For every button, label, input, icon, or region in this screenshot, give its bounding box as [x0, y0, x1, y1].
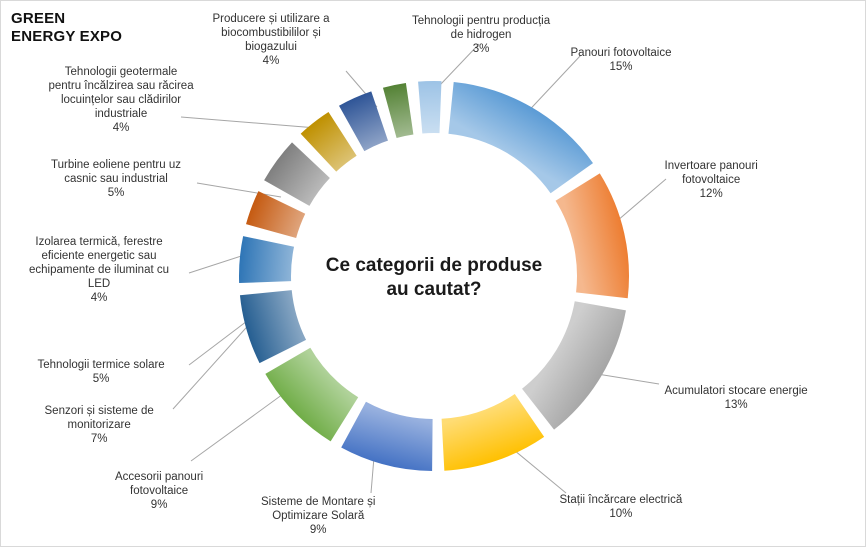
- data-label-11: Tehnologii geotermale pentru încălzirea s…: [49, 65, 194, 135]
- data-label-percent: 15%: [609, 61, 633, 73]
- data-label-text: fotovoltaice: [130, 485, 189, 497]
- data-label-8: Tehnologii termice solare 5%: [38, 358, 165, 386]
- slice-8: [239, 236, 295, 284]
- data-label-percent: 4%: [262, 55, 280, 67]
- data-label-text: Sisteme de Montare și: [261, 496, 376, 508]
- data-label-text: biogazului: [245, 41, 297, 53]
- data-label-7: Senzori și sisteme de monitorizare 7%: [45, 404, 154, 446]
- data-label-percent: 7%: [90, 433, 108, 445]
- slice-12: [339, 91, 388, 152]
- data-label-12: Producere și utilizare a biocombustibilil…: [213, 12, 330, 68]
- slice-7: [239, 290, 307, 364]
- data-label-text: casnic sau industrial: [64, 173, 168, 185]
- data-label-percent: 5%: [92, 373, 110, 385]
- chart-slices: [239, 80, 629, 471]
- data-label-4: Stații încărcare electrică 10%: [560, 493, 683, 521]
- slice-10: [264, 142, 330, 206]
- data-label-text: Optimizare Solară: [272, 510, 365, 522]
- leader-line-11: [180, 116, 330, 130]
- data-label-10: Turbine eoliene pentru uz casnic sau indu…: [51, 158, 181, 200]
- data-label-percent: 3%: [472, 43, 490, 55]
- data-label-text: echipamente de iluminat cu: [29, 264, 169, 276]
- data-label-13: Tehnologii pentru producția de hidrogen 3%: [412, 14, 550, 56]
- data-label-text: locuințelor sau clădirilor: [60, 94, 182, 106]
- data-label-percent: 4%: [90, 292, 108, 304]
- data-label-text: Panouri fotovoltaice: [570, 47, 672, 59]
- brand-line-2: ENERGY EXPO: [11, 28, 123, 45]
- leader-line-3: [590, 372, 660, 385]
- slice-2: [555, 173, 629, 299]
- data-label-text: eficiente energetic sau: [41, 250, 157, 262]
- data-label-text: industriale: [94, 108, 148, 120]
- data-label-text: Stații încărcare electrică: [559, 494, 683, 506]
- data-label-text: Producere și utilizare a: [212, 13, 330, 25]
- slice-6: [265, 347, 359, 442]
- data-label-text: Turbine eoliene pentru uz: [51, 159, 181, 171]
- data-label-text: biocombustibililor și: [221, 27, 321, 39]
- chart-title-line-1: Ce categorii de produse: [325, 255, 543, 276]
- data-label-text: Izolarea termică, ferestre: [35, 236, 163, 248]
- data-label-text: de hidrogen: [450, 29, 512, 41]
- data-label-text: fotovoltaice: [682, 174, 741, 186]
- data-label-percent: 10%: [609, 508, 633, 520]
- data-label-text: monitorizare: [67, 419, 131, 431]
- data-label-percent: 9%: [150, 499, 168, 511]
- data-label-percent: 5%: [107, 187, 125, 199]
- data-label-text: Tehnologii pentru producția: [412, 15, 551, 27]
- slice-14: [418, 80, 442, 134]
- slice-5: [341, 401, 433, 471]
- chart-title-line-2: au cautat?: [386, 279, 482, 300]
- data-label-text: LED: [87, 278, 111, 290]
- slice-4: [441, 393, 545, 471]
- slice-3: [522, 301, 626, 430]
- data-label-3: Acumulatori stocare energie 13%: [665, 384, 808, 412]
- data-label-text: Senzori și sisteme de: [44, 405, 154, 417]
- data-label-percent: 9%: [309, 524, 327, 536]
- slice-11: [300, 112, 357, 172]
- data-label-text: Acumulatori stocare energie: [664, 385, 808, 397]
- data-label-text: Invertoare panouri: [664, 160, 758, 172]
- data-label-text: Tehnologii termice solare: [37, 359, 165, 371]
- leader-line-10: [196, 182, 282, 198]
- data-label-percent: 4%: [112, 122, 130, 134]
- data-label-6: Accesorii panouri fotovoltaice 9%: [115, 470, 203, 512]
- data-label-5: Sisteme de Montare și Optimizare Solară 9%: [261, 495, 375, 537]
- slice-13: [382, 83, 414, 138]
- brand-logo-text: GREEN ENERGY EXPO: [11, 10, 122, 46]
- data-label-text: Tehnologii geotermale: [64, 66, 178, 78]
- data-label-1: Panouri fotovoltaice 15%: [571, 46, 672, 74]
- data-label-text: Accesorii panouri: [115, 471, 204, 483]
- data-label-2: Invertoare panouri fotovoltaice 12%: [665, 159, 758, 201]
- data-label-9: Izolarea termică, ferestre eficiente ener…: [29, 235, 169, 305]
- slice-1: [448, 81, 594, 194]
- data-label-percent: 13%: [724, 399, 748, 411]
- brand-line-1: GREEN: [11, 10, 66, 27]
- chart-title: Ce categorii de produse au cautat?: [284, 254, 584, 302]
- slice-9: [246, 191, 306, 238]
- data-label-percent: 12%: [699, 188, 723, 200]
- data-label-text: pentru încălzirea sau răcirea: [48, 80, 194, 92]
